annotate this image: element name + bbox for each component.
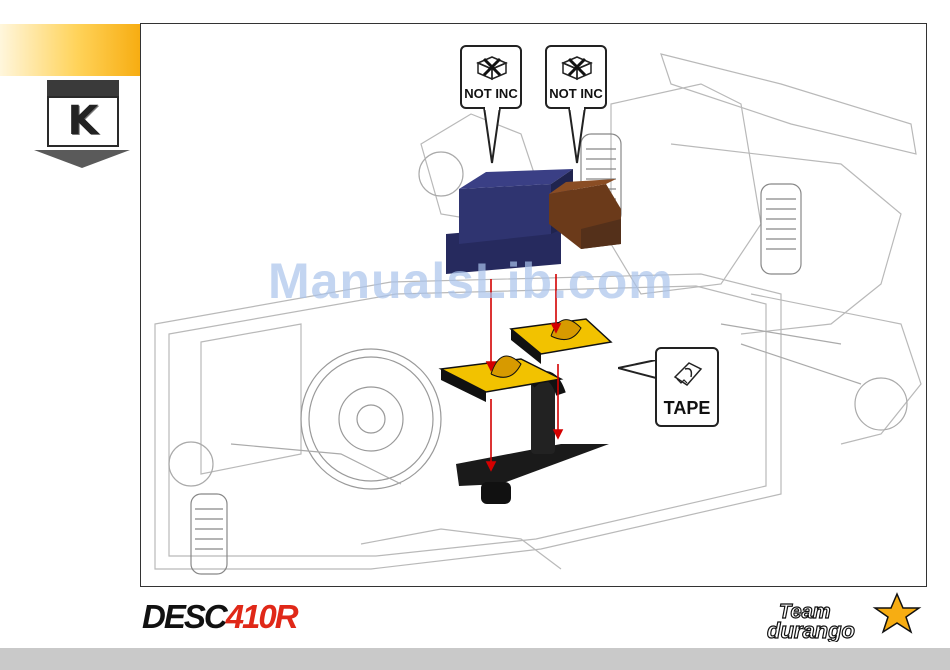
not-included-label-1: NOT INC — [462, 86, 520, 101]
tape-pad-right — [511, 319, 611, 364]
tape-callout: TAPE — [655, 347, 719, 427]
step-indicator-header — [47, 80, 119, 96]
not-included-callout-2: NOT INC — [545, 45, 607, 109]
tape-icon — [671, 357, 705, 391]
callout-pointer-2 — [567, 107, 587, 165]
tape-callout-pointer — [618, 360, 658, 380]
step-indicator: K — [47, 80, 119, 147]
desc410r-logo: DESC410R — [142, 598, 297, 636]
not-included-icon — [474, 53, 510, 81]
not-included-callout-1: NOT INC — [460, 45, 522, 109]
brand-number: 410 — [226, 598, 275, 635]
step-letter: K — [47, 96, 119, 147]
step-down-arrow-icon — [34, 150, 130, 168]
differential-gear — [301, 349, 441, 489]
brand-prefix: DESC — [142, 598, 226, 635]
not-included-label-2: NOT INC — [547, 86, 605, 101]
watermark: ManualsLib.com — [268, 252, 674, 310]
step-color-tab — [0, 24, 140, 76]
manual-page: K — [0, 0, 950, 648]
brand-suffix: R — [275, 598, 297, 635]
svg-text:durango: durango — [767, 618, 855, 642]
tape-label: TAPE — [657, 398, 717, 419]
team-durango-logo: Team durango — [765, 592, 925, 642]
not-included-icon — [559, 53, 595, 81]
chassis-outline — [155, 54, 921, 569]
callout-pointer-1 — [482, 107, 502, 165]
